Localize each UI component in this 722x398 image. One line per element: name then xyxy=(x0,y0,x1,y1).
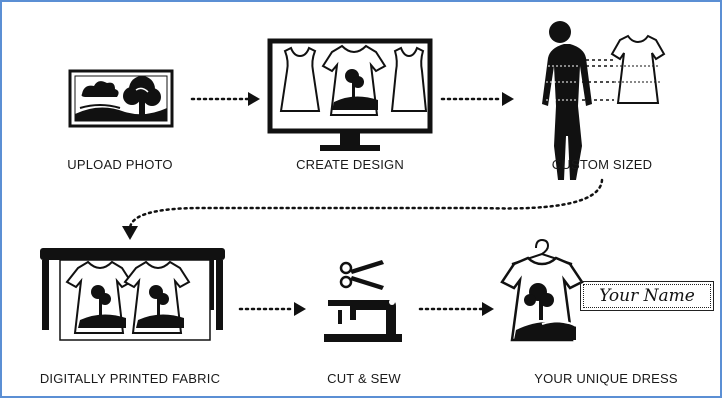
scissors-icon xyxy=(341,260,384,290)
step-label-upload-photo: UPLOAD PHOTO xyxy=(67,157,172,172)
name-tag: Your Name xyxy=(580,281,714,311)
finished-dress-icon xyxy=(502,240,582,340)
step-label-create-design: CREATE DESIGN xyxy=(296,157,404,172)
name-tag-text: Your Name xyxy=(583,284,711,308)
monitor-icon xyxy=(270,41,430,151)
arrow-sized-to-print xyxy=(130,180,602,228)
step-label-digitally-printed-fabric: DIGITALLY PRINTED FABRIC xyxy=(40,371,220,386)
printer-icon xyxy=(40,248,225,340)
step-label-your-unique-dress: YOUR UNIQUE DRESS xyxy=(534,371,678,386)
photo-icon xyxy=(70,71,172,126)
sewing-machine-icon xyxy=(324,299,402,342)
dress-outline-icon xyxy=(612,36,664,103)
step-label-cut-and-sew: CUT & SEW xyxy=(327,371,401,386)
step-label-custom-sized: CUSTOM SIZED xyxy=(552,157,652,172)
